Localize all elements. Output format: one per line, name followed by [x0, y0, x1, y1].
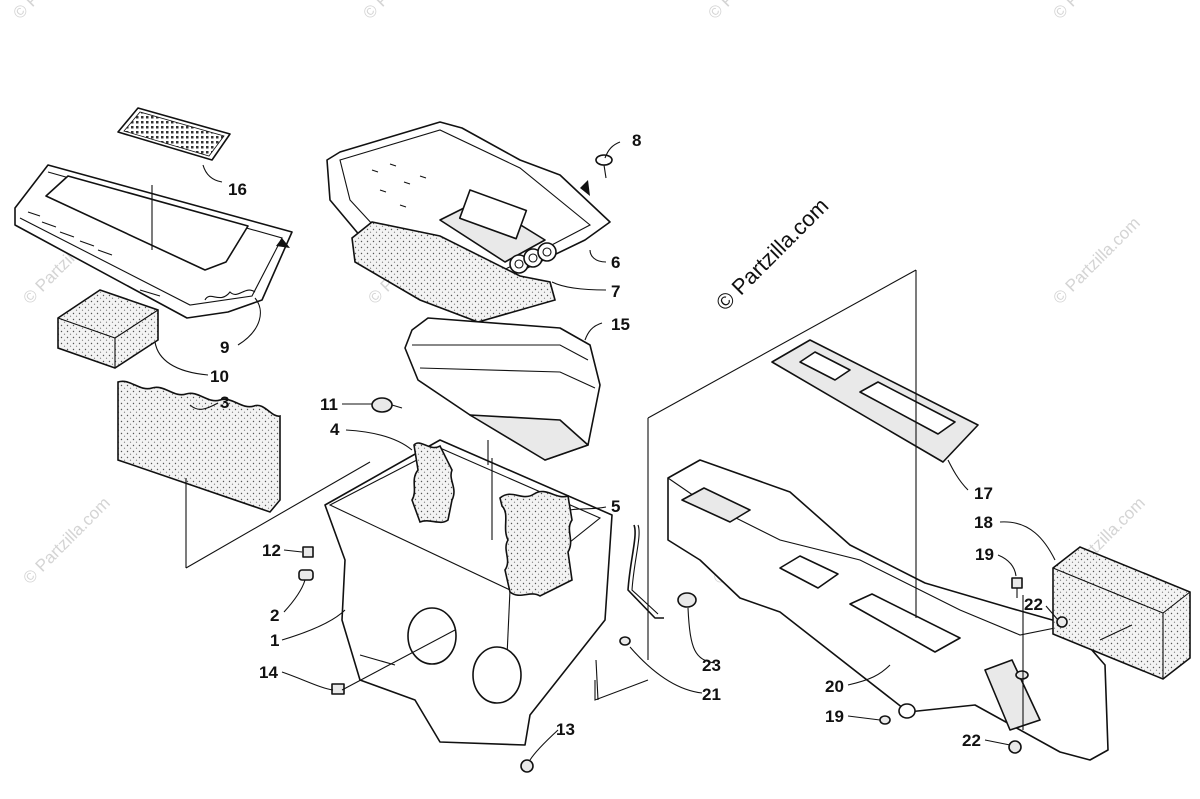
callout-12: 12	[262, 541, 281, 560]
part-12-clip	[302, 546, 314, 558]
part-9-console-panel	[14, 164, 293, 319]
part-10-foam-block	[57, 289, 159, 369]
part-5-airbox-foam	[499, 490, 573, 597]
callout-19-lower: 19	[825, 707, 844, 726]
assembly-lines	[151, 185, 1133, 730]
callout-20: 20	[825, 677, 844, 696]
callout-18: 18	[974, 513, 993, 532]
watermark-faint: © Partzilla.com	[1049, 0, 1143, 23]
callout-6: 6	[611, 253, 620, 272]
callout-21: 21	[702, 685, 721, 704]
callout-5: 5	[611, 497, 620, 516]
part-13-nut	[520, 759, 534, 773]
callout-9: 9	[220, 338, 229, 357]
callout-11: 11	[320, 395, 338, 414]
part-18-foam-block	[1052, 546, 1191, 680]
watermark-faint: © Partzilla.com	[704, 0, 798, 23]
callout-4: 4	[330, 420, 340, 439]
callout-3: 3	[220, 393, 229, 412]
watermark-faint: © Partzilla.com	[9, 0, 103, 23]
callout-15: 15	[611, 315, 630, 334]
part-22-nut-upper	[1056, 616, 1068, 628]
part-4-airbox-foam	[411, 442, 455, 524]
callout-2: 2	[270, 606, 279, 625]
part-16-grill	[117, 107, 231, 161]
callout-10: 10	[210, 367, 229, 386]
part-19-bolt-lower	[879, 703, 916, 725]
callout-23: 23	[702, 656, 721, 675]
part-8-screw	[595, 154, 613, 179]
part-11-cap	[371, 397, 403, 413]
leader-lines	[154, 141, 1059, 761]
callout-1: 1	[270, 631, 279, 650]
part-19-bolt-upper	[1011, 577, 1023, 598]
part-1-airbox	[324, 439, 613, 746]
part-22-nut-lower	[1008, 740, 1022, 754]
part-7-foam-pad	[351, 221, 556, 323]
callout-22-upper: 22	[1024, 595, 1043, 614]
part-17-gasket	[771, 339, 979, 463]
callout-14: 14	[259, 663, 278, 682]
part-14-clip	[331, 683, 345, 695]
callout-22-lower: 22	[962, 731, 981, 750]
watermark-faint: © Partzilla.com	[1049, 213, 1143, 307]
callout-labels: 1 2 3 4 5 6 7 8 9 10 11 12 13 14 15 16 1…	[210, 131, 1043, 750]
callout-7: 7	[611, 282, 620, 301]
callout-17: 17	[974, 484, 993, 503]
part-20-lower-housing	[667, 459, 1109, 761]
callout-19-upper: 19	[975, 545, 994, 564]
watermark-faint: © Partzilla.com	[359, 0, 453, 23]
part-23-tube	[627, 524, 697, 619]
callout-8: 8	[632, 131, 641, 150]
part-3-foam-strip	[117, 380, 281, 513]
watermark-main: © Partzilla.com	[711, 193, 834, 316]
watermark-faint: © Partzilla.com	[19, 493, 113, 587]
part-2-grommet	[298, 569, 314, 581]
callout-13: 13	[556, 720, 575, 739]
part-15-cover	[404, 317, 601, 461]
part-21-screw	[619, 636, 631, 646]
callout-16: 16	[228, 180, 247, 199]
